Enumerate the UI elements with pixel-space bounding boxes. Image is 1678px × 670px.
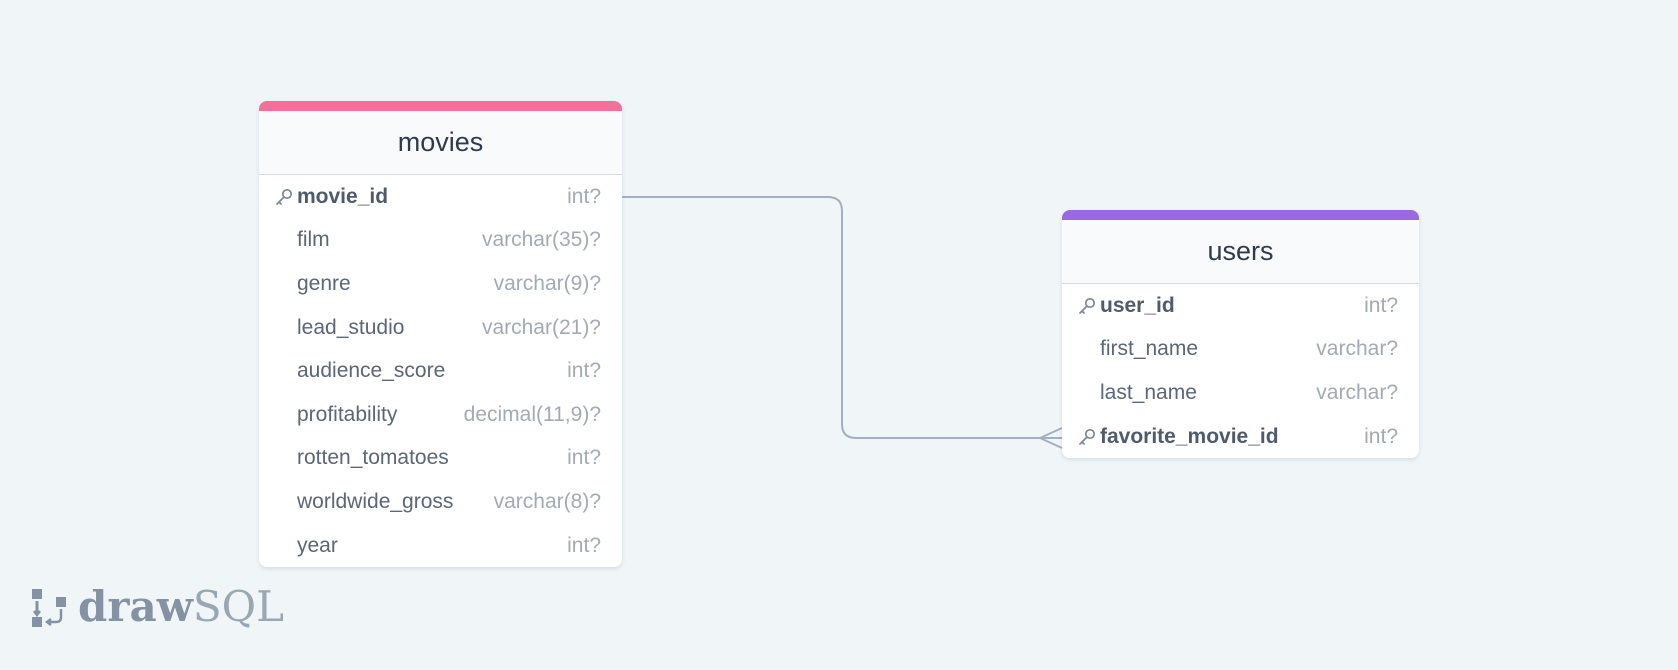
column-row[interactable]: profitability decimal(11,9)? bbox=[259, 393, 622, 437]
table-accent-bar bbox=[1062, 210, 1419, 220]
table-title[interactable]: movies bbox=[259, 111, 622, 175]
table-users[interactable]: users user_id int? first_name varchar? l… bbox=[1062, 210, 1419, 459]
drawsql-logo-icon bbox=[32, 588, 66, 627]
column-type: int? bbox=[567, 184, 601, 208]
key-icon bbox=[276, 188, 293, 205]
column-type: varchar(35)? bbox=[481, 228, 601, 252]
key-icon bbox=[1079, 428, 1096, 445]
column-name: genre bbox=[297, 271, 351, 295]
column-row[interactable]: worldwide_gross varchar(8)? bbox=[259, 480, 622, 524]
column-name: film bbox=[297, 228, 330, 252]
column-row[interactable]: first_name varchar? bbox=[1062, 328, 1419, 372]
column-type: int? bbox=[1364, 293, 1398, 317]
table-accent-bar bbox=[259, 101, 622, 111]
column-name: user_id bbox=[1100, 293, 1175, 317]
column-name: rotten_tomatoes bbox=[297, 446, 449, 470]
column-type: varchar? bbox=[1316, 337, 1398, 361]
column-name: worldwide_gross bbox=[297, 489, 454, 513]
table-title[interactable]: users bbox=[1062, 220, 1419, 284]
column-row[interactable]: movie_id int? bbox=[259, 175, 622, 219]
column-type: int? bbox=[567, 533, 601, 557]
crows-foot-icon bbox=[1039, 427, 1063, 449]
column-name: year bbox=[297, 533, 338, 557]
column-type: int? bbox=[567, 359, 601, 383]
column-row[interactable]: film varchar(35)? bbox=[259, 219, 622, 263]
column-name: first_name bbox=[1100, 337, 1199, 361]
column-name: audience_score bbox=[297, 359, 446, 383]
column-type: varchar(8)? bbox=[493, 489, 601, 513]
column-row[interactable]: year int? bbox=[259, 524, 622, 568]
drawsql-logo: draw SQL bbox=[30, 582, 284, 631]
column-row[interactable]: lead_studio varchar(21)? bbox=[259, 306, 622, 350]
logo-text-draw: draw bbox=[78, 582, 193, 631]
logo-text-sql: SQL bbox=[192, 582, 284, 631]
table-movies[interactable]: movies movie_id int? film varchar(35)? g… bbox=[259, 101, 622, 568]
column-type: decimal(11,9)? bbox=[463, 402, 601, 426]
column-name: lead_studio bbox=[297, 315, 405, 339]
column-name: last_name bbox=[1100, 380, 1197, 404]
key-icon-slot bbox=[1062, 296, 1100, 316]
column-row[interactable]: user_id int? bbox=[1062, 284, 1419, 328]
column-row[interactable]: last_name varchar? bbox=[1062, 371, 1419, 415]
column-type: varchar(21)? bbox=[481, 315, 601, 339]
key-icon-slot bbox=[1062, 427, 1100, 447]
key-icon-slot bbox=[259, 187, 297, 207]
column-list: movie_id int? film varchar(35)? genre va… bbox=[259, 175, 622, 567]
column-name: profitability bbox=[297, 402, 398, 426]
key-icon bbox=[1079, 297, 1096, 314]
column-row[interactable]: rotten_tomatoes int? bbox=[259, 437, 622, 481]
column-name: favorite_movie_id bbox=[1100, 424, 1279, 448]
column-row[interactable]: audience_score int? bbox=[259, 349, 622, 393]
column-row[interactable]: genre varchar(9)? bbox=[259, 262, 622, 306]
column-row[interactable]: favorite_movie_id int? bbox=[1062, 415, 1419, 459]
column-type: varchar? bbox=[1316, 380, 1398, 404]
column-list: user_id int? first_name varchar? last_na… bbox=[1062, 284, 1419, 458]
column-type: varchar(9)? bbox=[493, 271, 601, 295]
column-type: int? bbox=[1364, 424, 1398, 448]
column-name: movie_id bbox=[297, 184, 389, 208]
column-type: int? bbox=[567, 446, 601, 470]
